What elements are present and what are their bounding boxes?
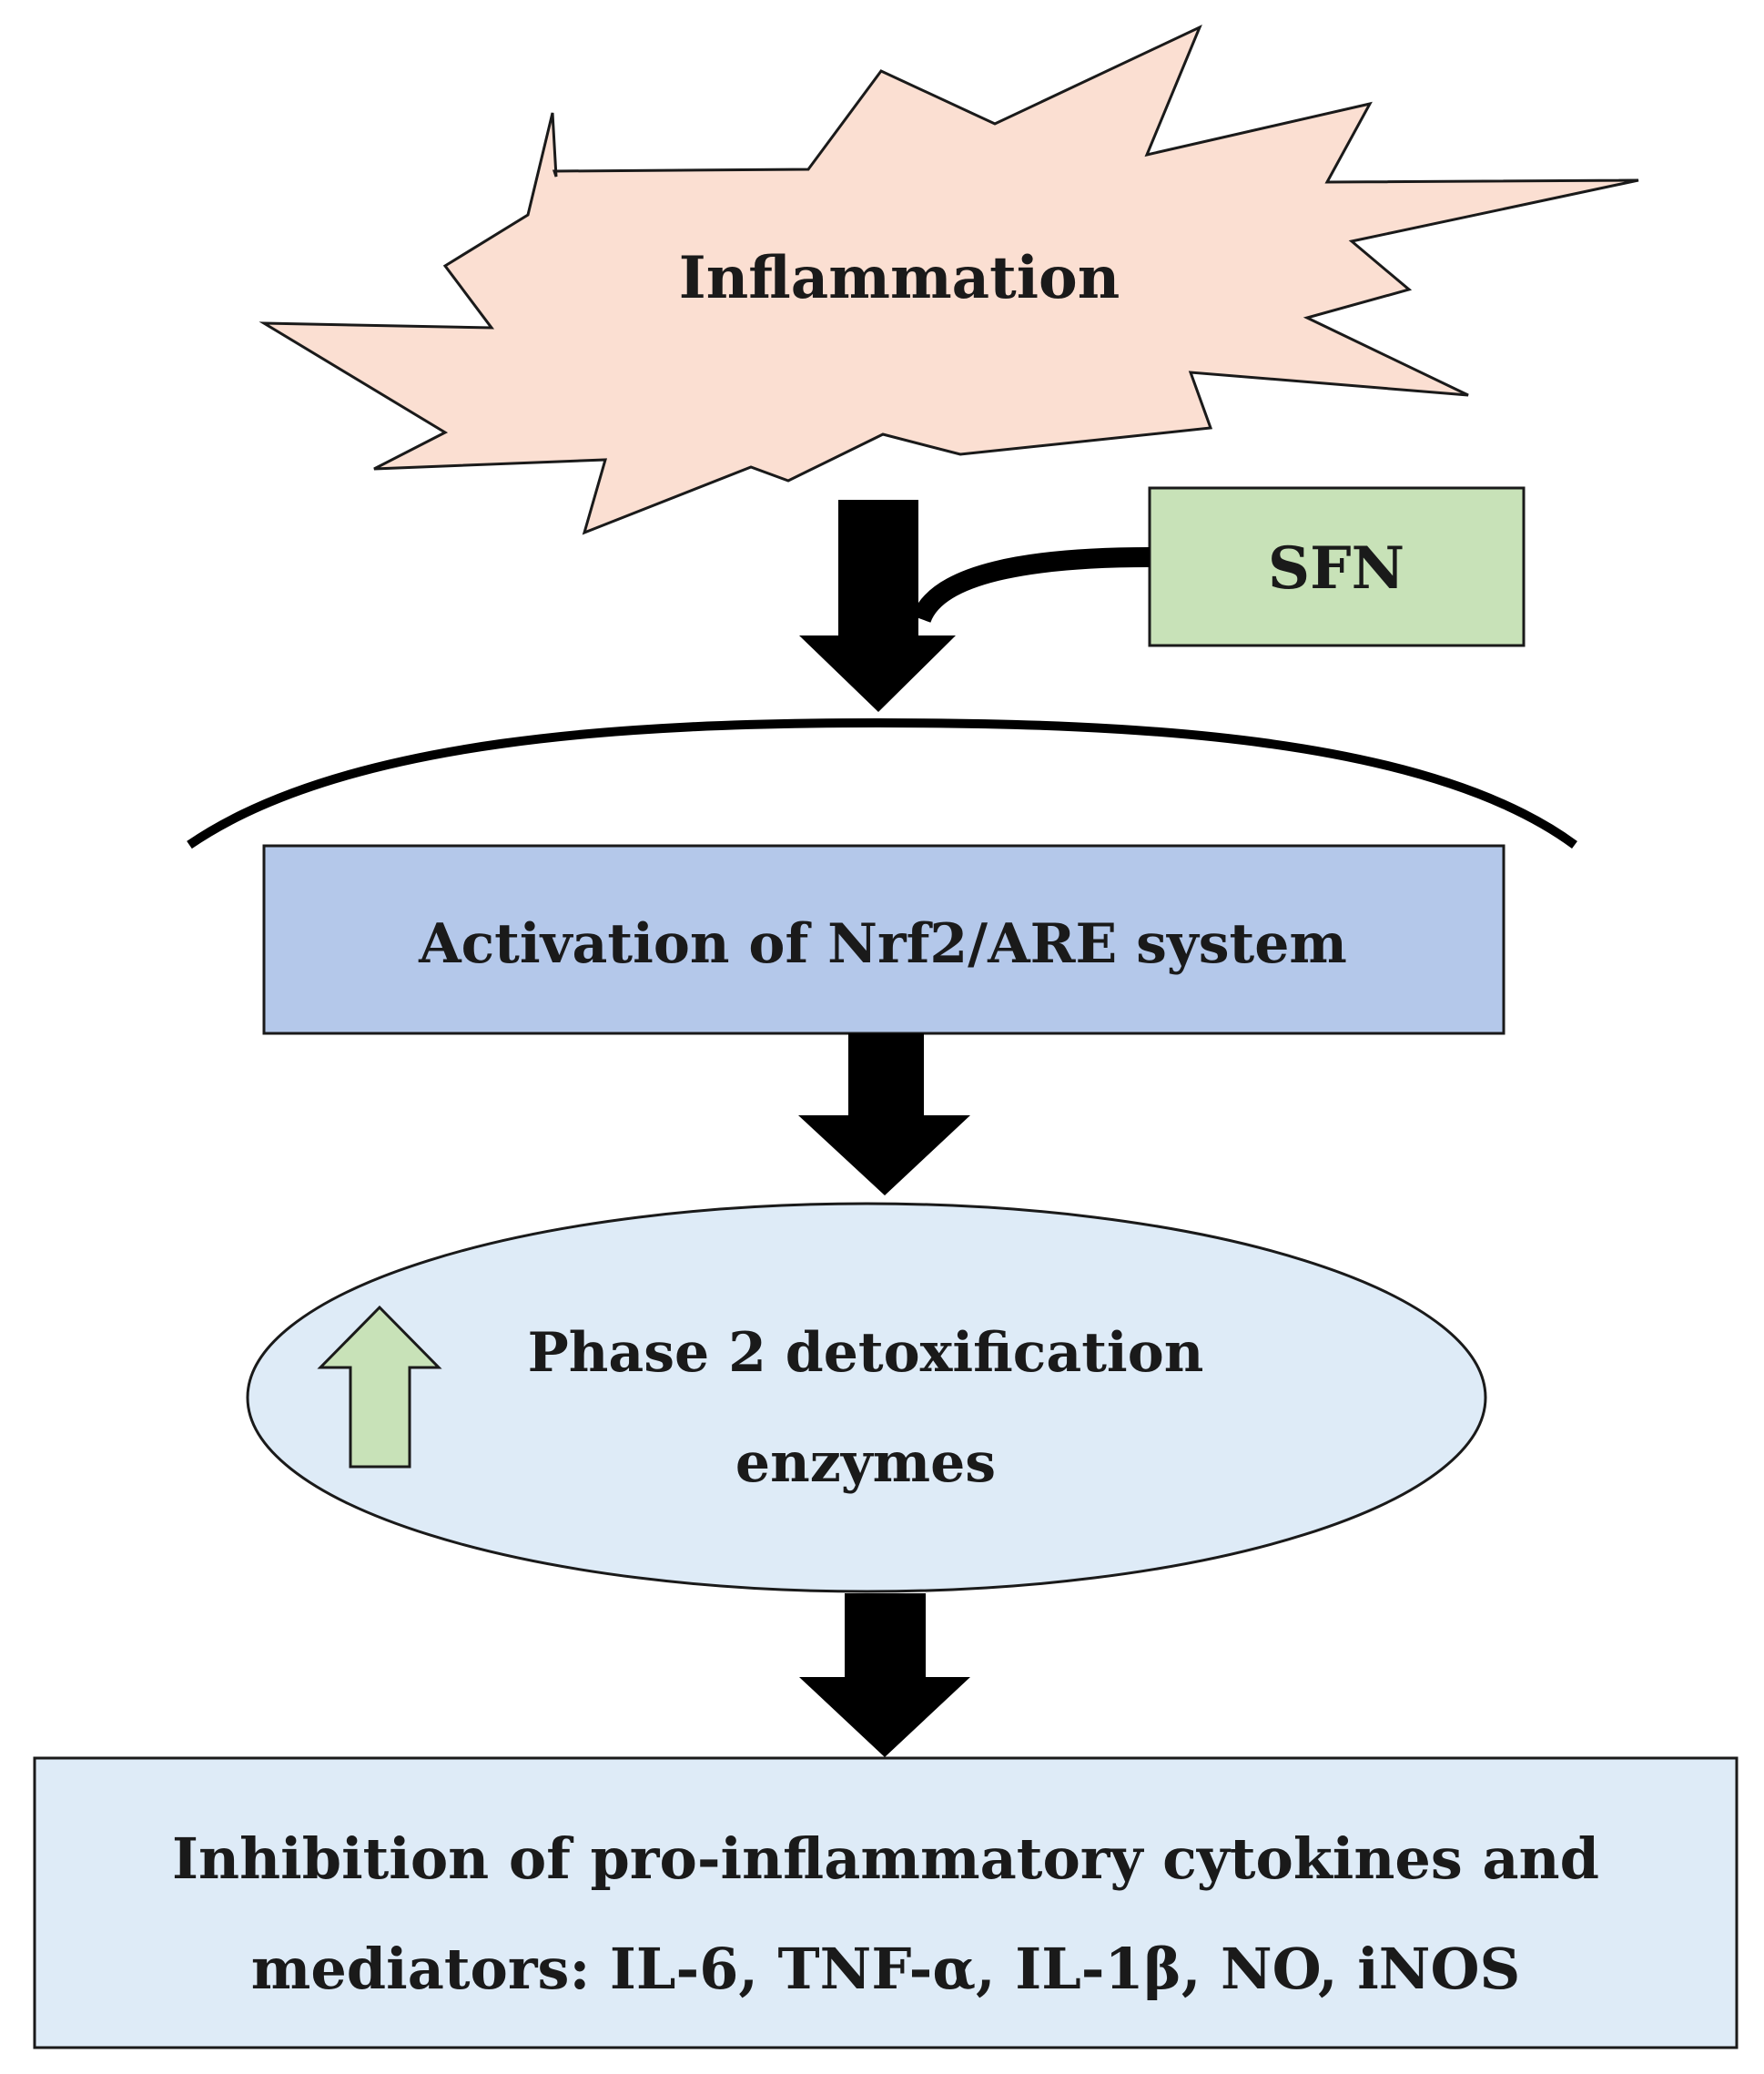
phase2-ellipse: [246, 1202, 1487, 1593]
nrf2-label: Activation of Nrf2/ARE system: [418, 912, 1347, 976]
phase2-label-line1: Phase 2 detoxification: [528, 1321, 1204, 1385]
inhibition-label-line1: Inhibition of pro-inflammatory cytokines…: [172, 1825, 1599, 1892]
sfn-connector: [911, 547, 1151, 624]
inhibition-label-line2: mediators: IL-6, TNF-α, IL-1β, NO, iNOS: [251, 1936, 1521, 2002]
phase2-label-line2: enzymes: [735, 1431, 996, 1495]
nrf2-box: [262, 844, 1505, 1035]
inflammation-label: Inflammation: [679, 244, 1120, 312]
up-arrow-icon: [317, 1305, 442, 1469]
membrane-arc: [187, 717, 1577, 849]
phase2-down-arrow: [799, 1593, 970, 1757]
inflammation-down-arrow: [799, 500, 956, 712]
sfn-box: [1148, 486, 1526, 647]
nrf2-down-arrow: [798, 1033, 970, 1195]
inflammation-starburst: [259, 24, 1639, 535]
inhibition-box: [33, 1756, 1739, 2049]
sfn-label: SFN: [1268, 534, 1404, 603]
